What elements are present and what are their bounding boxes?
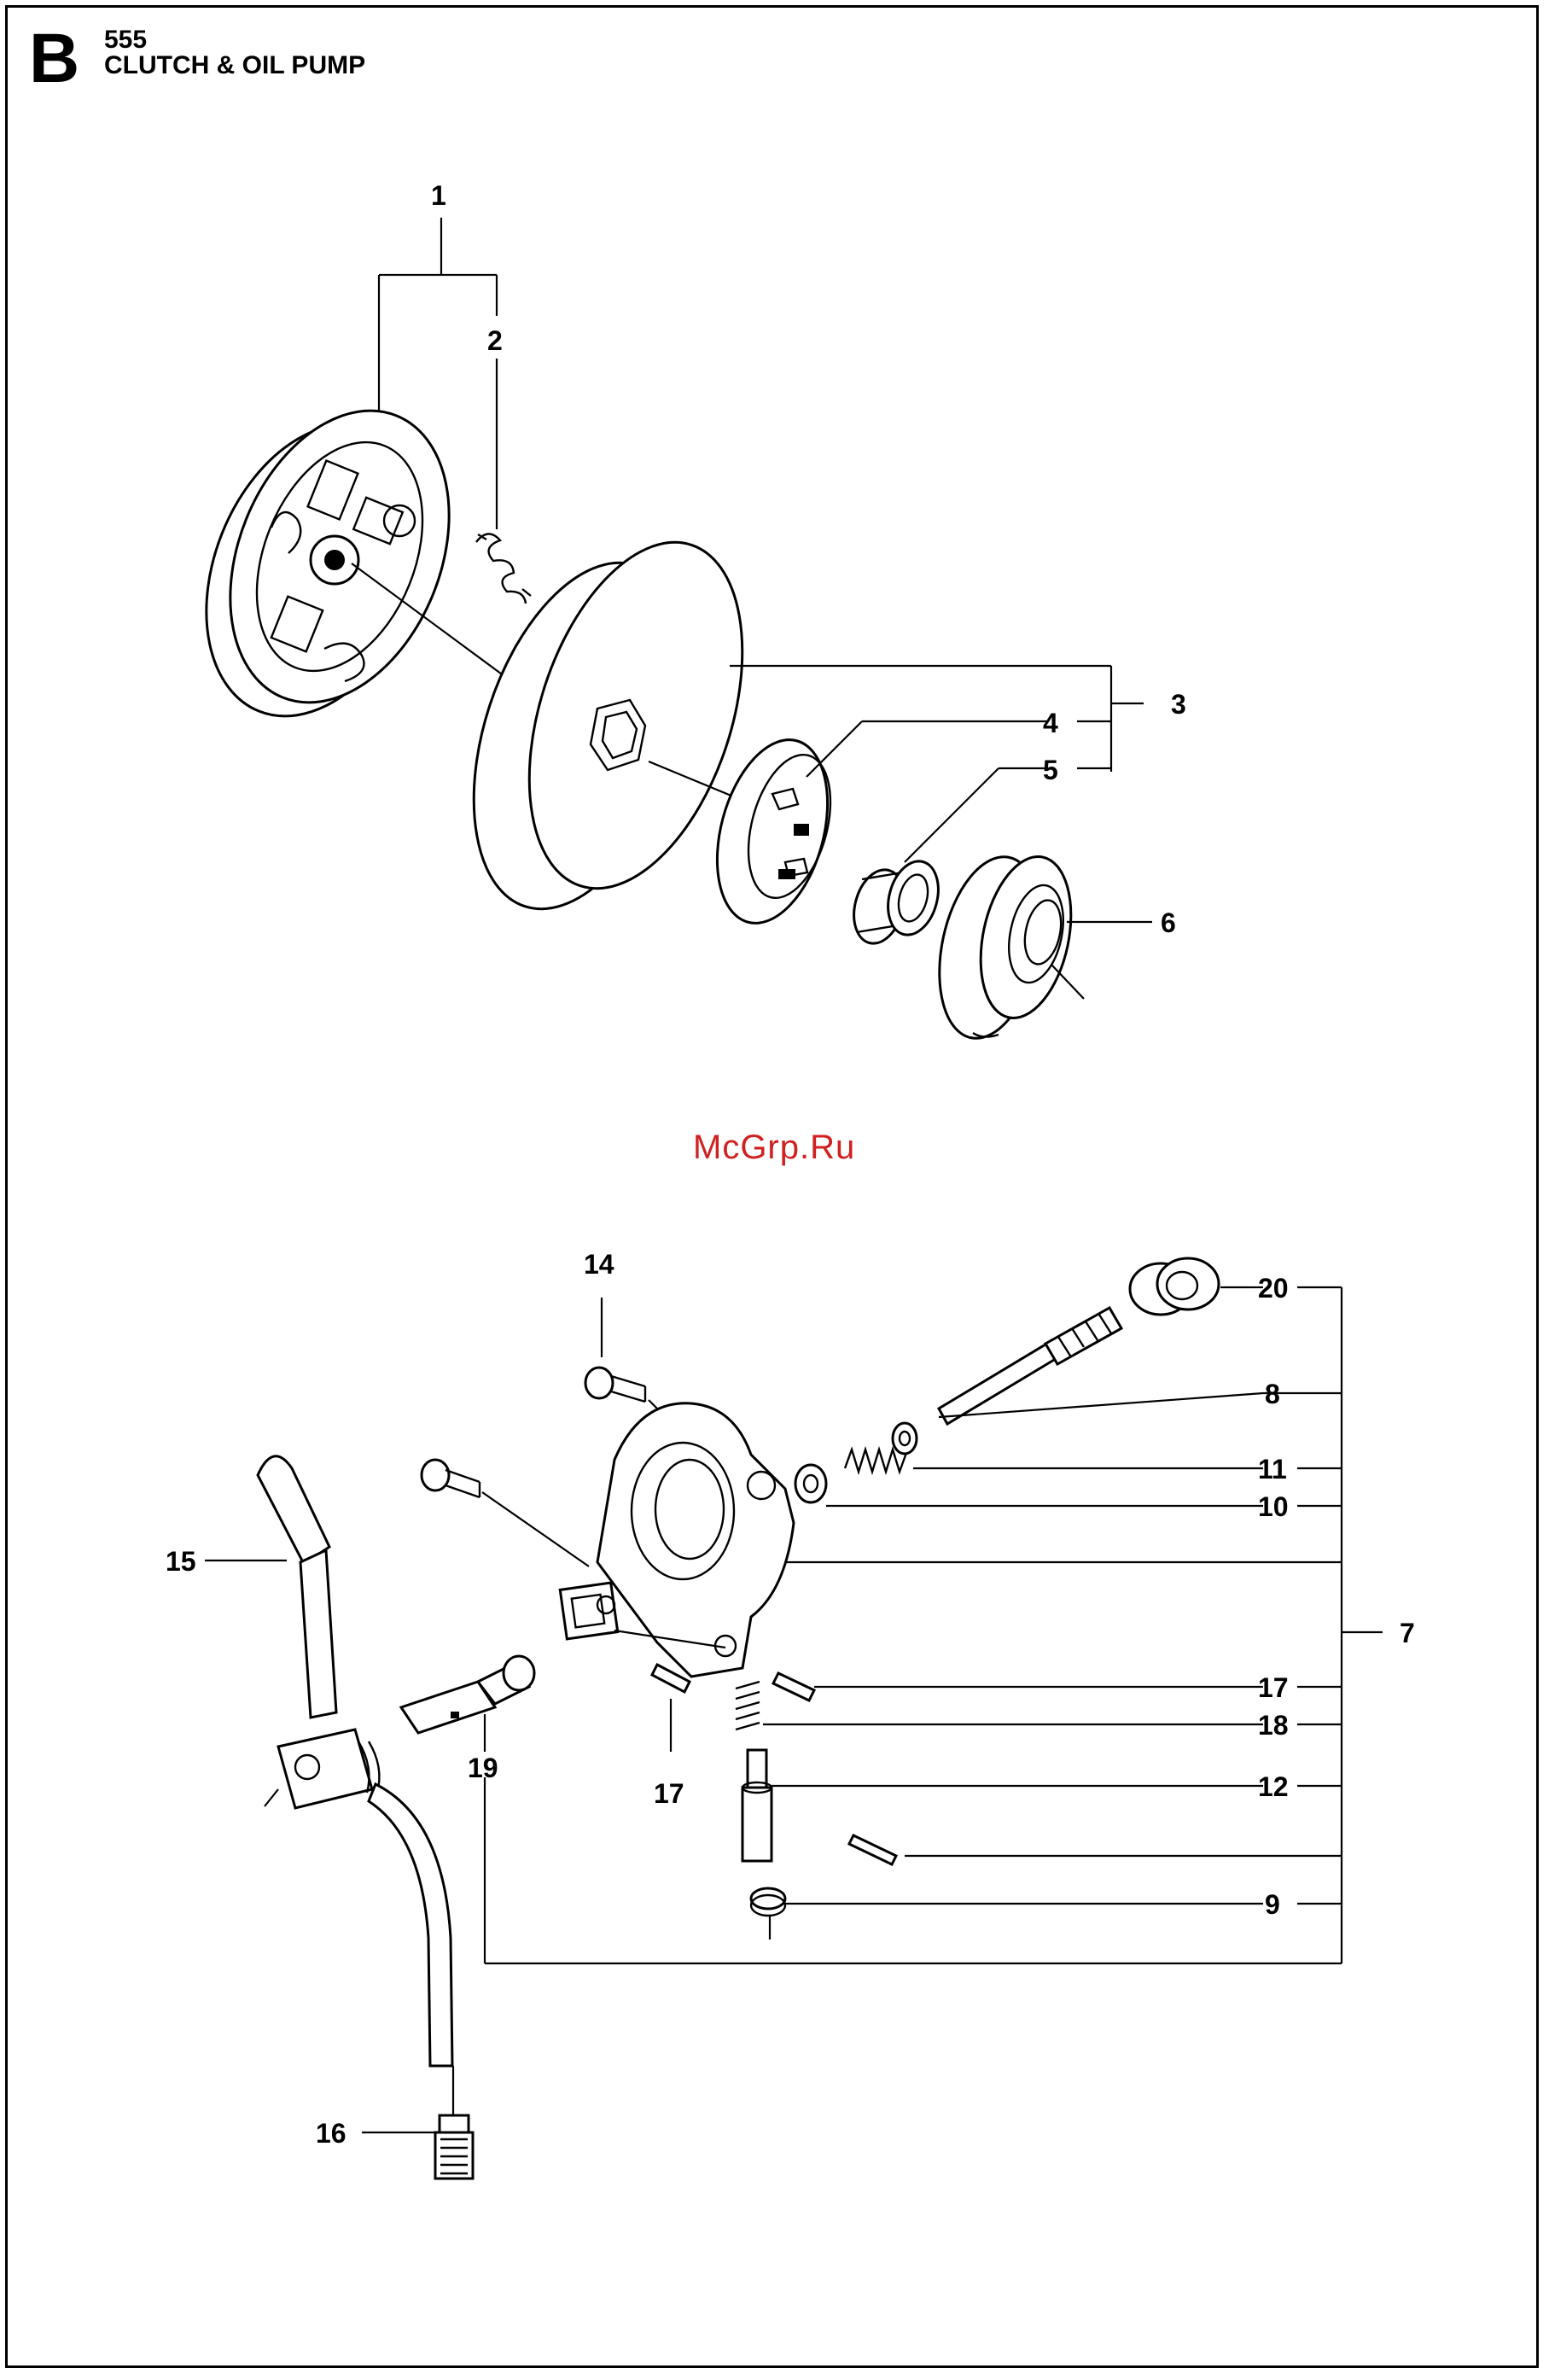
- pump-shaft: [939, 1308, 1263, 1424]
- callout-15: 15: [166, 1546, 196, 1577]
- callout-7: 7: [1400, 1618, 1415, 1648]
- callout-12: 12: [1258, 1771, 1289, 1802]
- callout-5: 5: [1043, 755, 1058, 785]
- needle-bearing: [847, 855, 946, 948]
- callout-17-lower: 17: [654, 1778, 684, 1809]
- callout-2: 2: [487, 325, 503, 356]
- clutch-spring: [476, 534, 531, 604]
- spur-sprocket: [924, 848, 1085, 1048]
- clutch-assembly: [166, 378, 508, 749]
- callout-9: 9: [1265, 1889, 1280, 1920]
- callout-14: 14: [584, 1249, 614, 1280]
- callout-11: 11: [1258, 1454, 1287, 1485]
- oil-tube: [205, 1456, 452, 2066]
- pump-housing: [560, 1403, 794, 1677]
- adjuster-screw: [401, 1656, 534, 1752]
- pump-plunger: [742, 1750, 1263, 1864]
- pump-spring: [795, 1423, 1263, 1506]
- oil-filter: [362, 2066, 473, 2179]
- pin-17: [652, 1665, 1263, 1752]
- callout-6: 6: [1161, 907, 1176, 938]
- callout-19: 19: [468, 1753, 498, 1783]
- plunger-spring: [736, 1682, 1263, 1730]
- screw-left: [422, 1460, 589, 1566]
- callout-10: 10: [1258, 1491, 1289, 1522]
- callout-8: 8: [1265, 1379, 1280, 1409]
- callout-17-right: 17: [1258, 1672, 1289, 1703]
- callout-3: 3: [1171, 689, 1186, 720]
- callout-4: 4: [1043, 708, 1058, 738]
- callout-18: 18: [1258, 1710, 1289, 1741]
- bushing: [1130, 1258, 1255, 1315]
- callout-16: 16: [316, 2118, 346, 2149]
- callout-20: 20: [1258, 1273, 1289, 1304]
- leader-bracket-7: [485, 1287, 1383, 1963]
- callout-1: 1: [431, 180, 446, 211]
- seal-ring: [751, 1888, 1263, 1940]
